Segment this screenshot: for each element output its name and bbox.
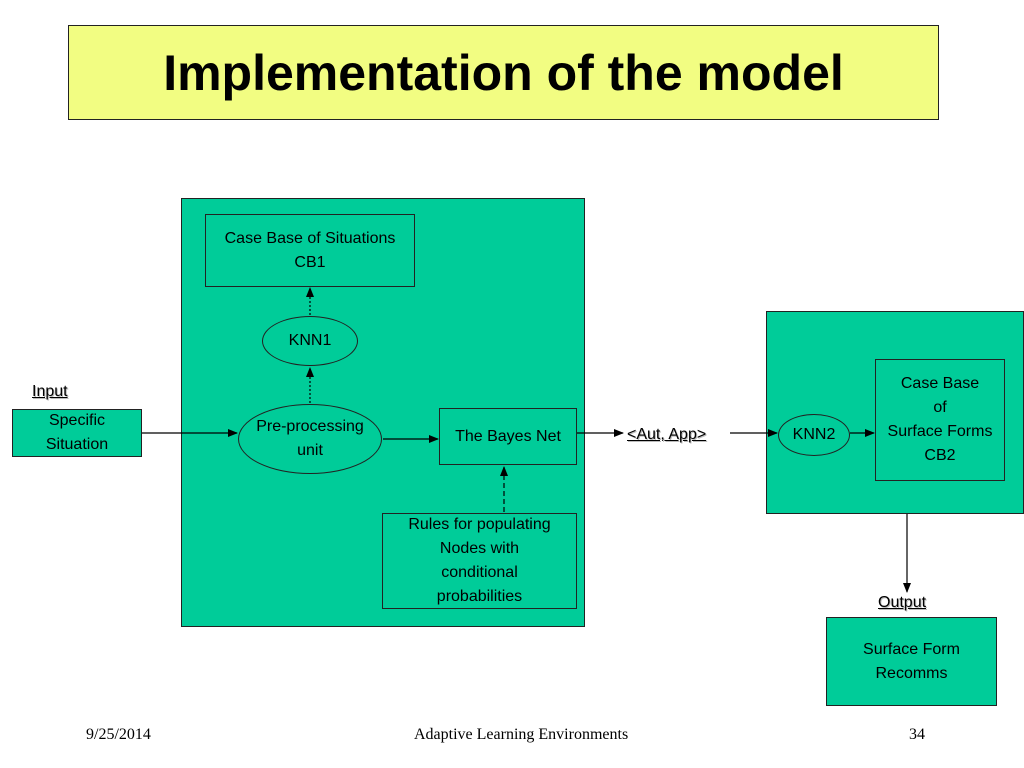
- preprocessing-unit-ellipse: Pre-processing unit: [238, 404, 382, 474]
- footer-page-number: 34: [909, 726, 925, 743]
- footer-center-text: Adaptive Learning Environments: [414, 726, 629, 743]
- left-panel: [181, 198, 585, 627]
- title-box: Implementation of the model: [68, 25, 939, 120]
- case-base-situations-box: Case Base of Situations CB1: [205, 214, 415, 287]
- aut-app-label: <Aut, App>: [627, 426, 707, 443]
- specific-situation-box: Specific Situation: [12, 409, 142, 457]
- knn1-ellipse: KNN1: [262, 316, 358, 366]
- footer-date: 9/25/2014: [86, 726, 151, 743]
- surface-form-recomms-box: Surface Form Recomms: [826, 617, 997, 706]
- output-label: Output: [878, 594, 927, 611]
- input-label: Input: [32, 383, 68, 400]
- knn2-ellipse: KNN2: [778, 414, 850, 456]
- page-title: Implementation of the model: [163, 44, 844, 101]
- bayes-net-box: The Bayes Net: [439, 408, 577, 465]
- rules-box: Rules for populating Nodes with conditio…: [382, 513, 577, 609]
- case-base-surface-forms-box: Case Base of Surface Forms CB2: [875, 359, 1005, 481]
